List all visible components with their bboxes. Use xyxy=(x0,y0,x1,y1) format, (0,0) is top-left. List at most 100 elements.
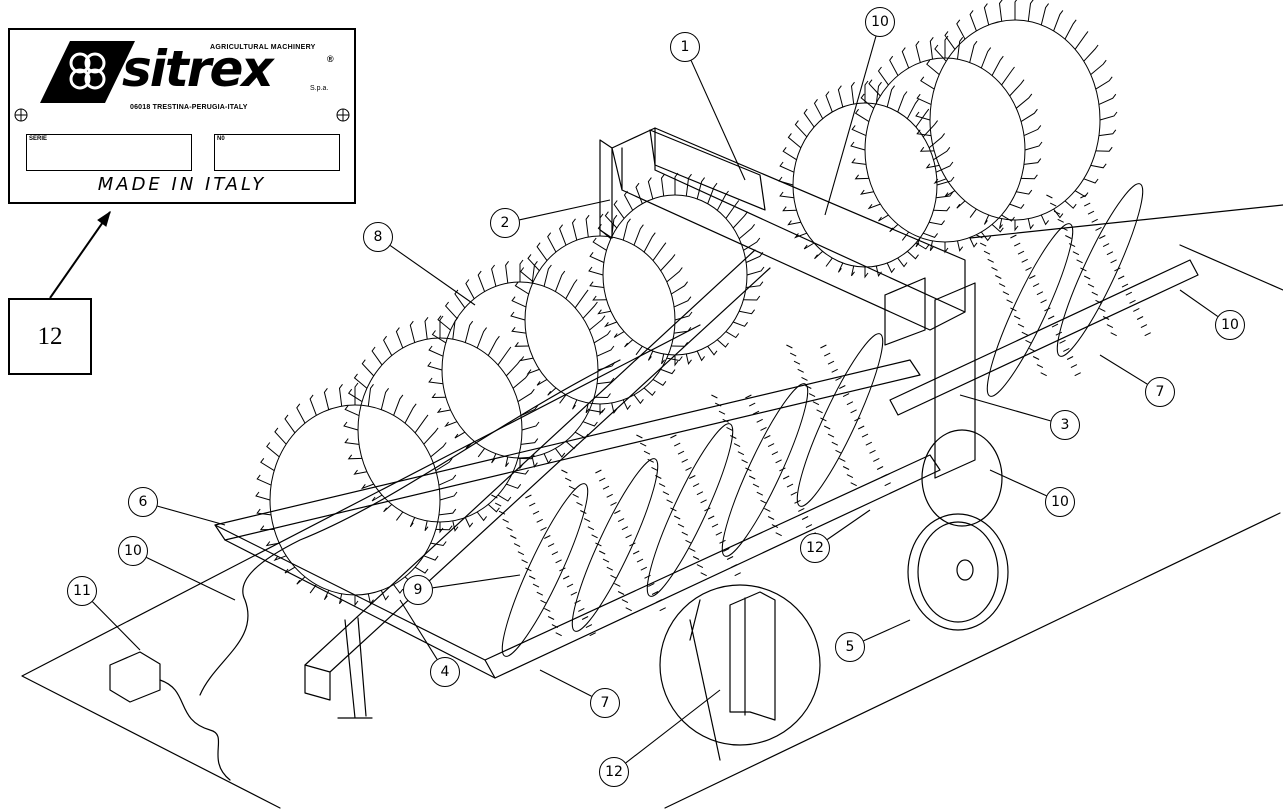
leader-line xyxy=(625,689,721,764)
rake-tine xyxy=(1027,218,1034,230)
rake-tine xyxy=(564,477,606,482)
leader-line xyxy=(959,394,1051,422)
rake-tine xyxy=(812,401,854,406)
rake-tine xyxy=(850,482,891,487)
rake-tine xyxy=(814,250,824,260)
rake-tine xyxy=(764,507,805,512)
rake-tine xyxy=(998,283,1040,288)
rake-tine xyxy=(1032,356,1074,360)
rake-tine xyxy=(842,466,884,470)
rake-tine xyxy=(652,378,667,386)
rake-tine xyxy=(536,378,548,386)
rake-tine xyxy=(854,174,869,180)
rake-tine xyxy=(596,345,615,357)
rake-tine xyxy=(323,388,330,410)
rake-wheel-edge xyxy=(501,483,589,657)
rake-tine xyxy=(309,584,317,594)
rake-tine xyxy=(477,270,486,292)
callout-10: 10 xyxy=(865,7,895,37)
main-frame-beam xyxy=(214,359,921,541)
rake-tine xyxy=(513,543,555,548)
rake-tine xyxy=(707,346,718,356)
rake-tine xyxy=(520,438,539,445)
rake-tine xyxy=(594,393,611,399)
rake-tine xyxy=(505,359,522,377)
rake-tine xyxy=(296,576,306,585)
identification-plate: AGRICULTURAL MACHINERY sitrex ® S.p.a. 0… xyxy=(8,28,356,204)
rake-tine xyxy=(643,232,656,253)
rake-tine xyxy=(797,368,838,373)
rake-tine xyxy=(711,394,752,399)
rake-tine xyxy=(296,403,306,424)
rake-tine xyxy=(877,66,889,86)
rake-tine xyxy=(1025,339,1066,344)
rake-tine xyxy=(595,542,636,547)
leader-line xyxy=(92,601,141,651)
rake-tine xyxy=(437,315,451,331)
rake-tine xyxy=(889,55,899,76)
rake-tine xyxy=(526,368,540,375)
rake-tine xyxy=(1040,372,1081,377)
rake-tine xyxy=(837,85,844,108)
rake-tine xyxy=(681,531,723,536)
rake-tine xyxy=(477,448,485,458)
made-in-italy-label: MADE IN ITALY xyxy=(97,174,267,195)
rake-tine xyxy=(980,47,992,69)
rake-tine xyxy=(431,330,447,344)
rake-tine xyxy=(660,368,676,375)
rake-tine xyxy=(528,575,570,580)
rake-tine xyxy=(647,350,654,361)
rake-tine xyxy=(933,147,951,161)
rake-tine xyxy=(589,252,605,263)
rake-tine xyxy=(585,402,590,414)
callout-5: 5 xyxy=(835,632,865,662)
rake-tine xyxy=(613,331,625,338)
rake-tine xyxy=(430,442,447,458)
rake-tine xyxy=(494,502,536,507)
rake-tine xyxy=(643,450,685,455)
rake-tine xyxy=(284,414,296,434)
rake-tine xyxy=(521,559,562,564)
rake-tine xyxy=(505,456,509,467)
rake-tine xyxy=(531,261,538,284)
rake-tine xyxy=(661,353,665,365)
rake-tine xyxy=(730,435,771,439)
rake-tine xyxy=(435,525,453,531)
rake-tine xyxy=(438,474,457,486)
rake-tine xyxy=(1013,315,1055,320)
rake-tine xyxy=(367,384,374,407)
rake-tine xyxy=(1098,93,1117,105)
rake-wheel-edge xyxy=(646,423,734,597)
rake-tine xyxy=(513,469,529,475)
rake-tine xyxy=(572,493,613,498)
rake-tine xyxy=(525,567,566,572)
rake-tine xyxy=(367,593,374,605)
rake-wheel-disc xyxy=(269,404,441,596)
callout-6: 6 xyxy=(128,487,158,517)
rake-tine xyxy=(957,37,964,60)
rake-tine xyxy=(779,191,794,199)
rake-tine xyxy=(839,457,880,462)
rake-tine xyxy=(519,356,534,362)
rake-tine xyxy=(574,289,589,309)
rake-tine xyxy=(423,555,439,561)
rake-tine xyxy=(568,485,610,490)
rake-tine xyxy=(435,458,453,472)
callout-10: 10 xyxy=(118,536,148,566)
rake-tine xyxy=(915,40,921,63)
rake-tine xyxy=(284,566,296,574)
callout-12: 12 xyxy=(599,757,629,787)
brand-wordmark: sitrex xyxy=(122,40,274,98)
rake-tine xyxy=(1090,163,1107,169)
rake-tine xyxy=(555,448,566,458)
rake-tine xyxy=(1074,31,1089,50)
rake-tine xyxy=(623,190,634,211)
rake-tine xyxy=(404,403,417,424)
rake-tine xyxy=(957,240,964,252)
rake-tine xyxy=(670,507,711,512)
rake-tine xyxy=(444,301,458,319)
rake-tine xyxy=(274,427,287,445)
rake-tine xyxy=(517,454,535,460)
rake-tine xyxy=(692,556,734,560)
callout-8: 8 xyxy=(363,222,393,252)
